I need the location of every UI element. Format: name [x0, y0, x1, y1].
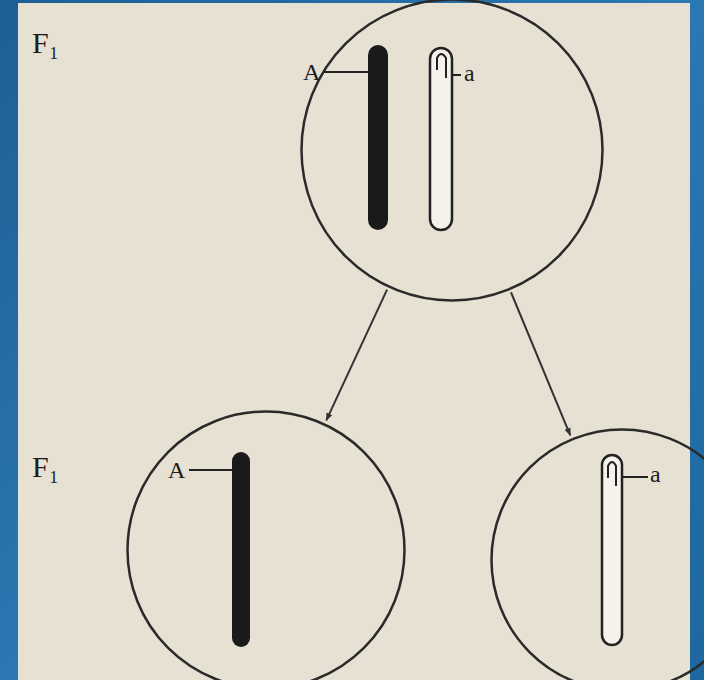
- cell-outline: [126, 410, 406, 680]
- leader-line: [189, 469, 232, 471]
- cell-outline: [490, 428, 704, 680]
- cell-circle: A: [126, 410, 406, 680]
- leader-line: [622, 476, 648, 478]
- paper-ground: [18, 3, 690, 680]
- arrow-connector: [326, 290, 387, 421]
- generation-label: F₁: [32, 452, 59, 482]
- light-chromosome: [430, 48, 452, 230]
- dark-chromosome: [232, 452, 250, 647]
- allele-letter: A: [168, 458, 185, 482]
- centromere-mark: [608, 462, 616, 486]
- allele-letter: A: [303, 60, 320, 84]
- leader-line: [452, 74, 461, 76]
- arrow-connector: [511, 292, 570, 435]
- dark-chromosome: [368, 45, 388, 230]
- generation-label: F₁: [32, 28, 59, 58]
- centromere-mark: [437, 54, 446, 78]
- cell-circle: Aa: [300, 0, 604, 302]
- cell-outline: [300, 0, 604, 302]
- allele-letter: a: [650, 462, 661, 486]
- allele-letter: a: [464, 61, 475, 85]
- cell-circle: a: [490, 428, 704, 680]
- light-chromosome: [602, 455, 622, 645]
- leader-line: [323, 71, 368, 73]
